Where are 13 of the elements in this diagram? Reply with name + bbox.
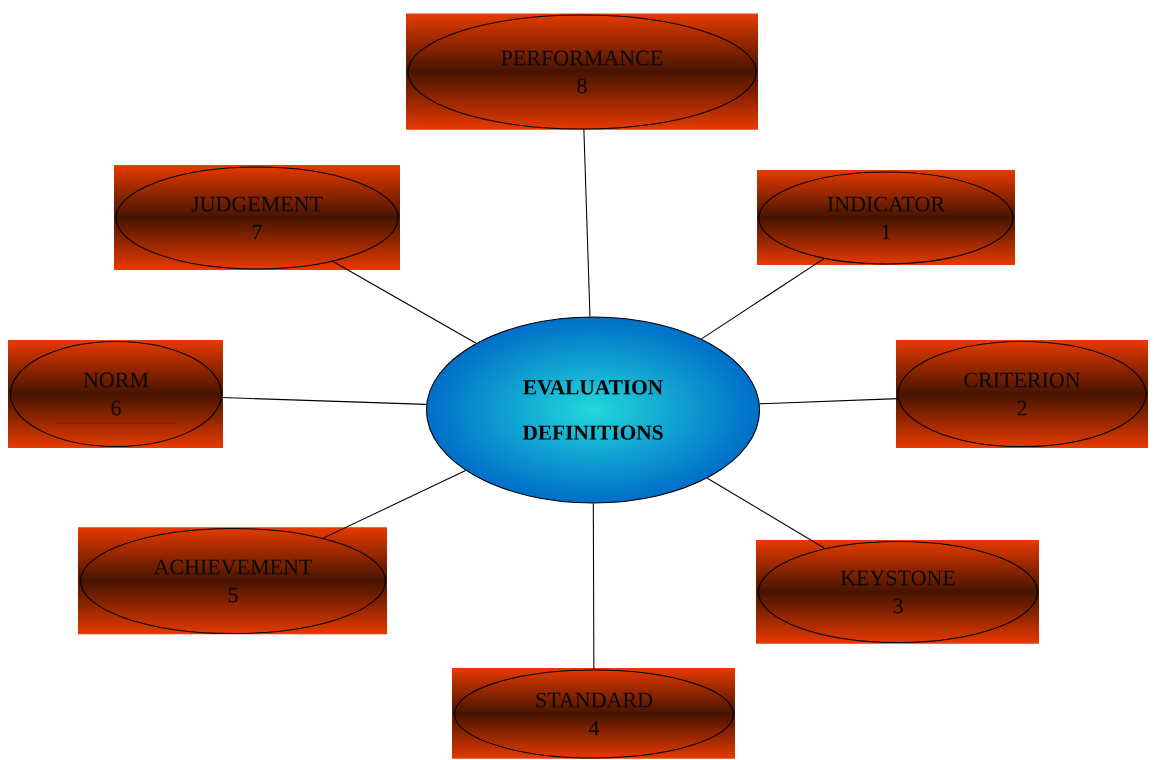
term-box: STANDARD 4 xyxy=(454,669,734,759)
term-box: INDICATOR 1 xyxy=(758,171,1014,265)
term-box: KEYSTONE 3 xyxy=(758,540,1038,644)
term-box: JUDGEMENT 7 xyxy=(115,166,399,270)
connector-line xyxy=(221,397,427,405)
connector-line xyxy=(701,258,825,340)
connector-line xyxy=(759,398,899,405)
term-box: PERFORMANCE 8 xyxy=(407,14,757,130)
connector-line xyxy=(583,129,591,317)
term-box: ACHIEVEMENT 5 xyxy=(79,527,387,635)
term-box: NORM 6 xyxy=(10,340,222,448)
connector-line xyxy=(592,503,595,670)
term-box: CRITERION 2 xyxy=(897,340,1147,448)
